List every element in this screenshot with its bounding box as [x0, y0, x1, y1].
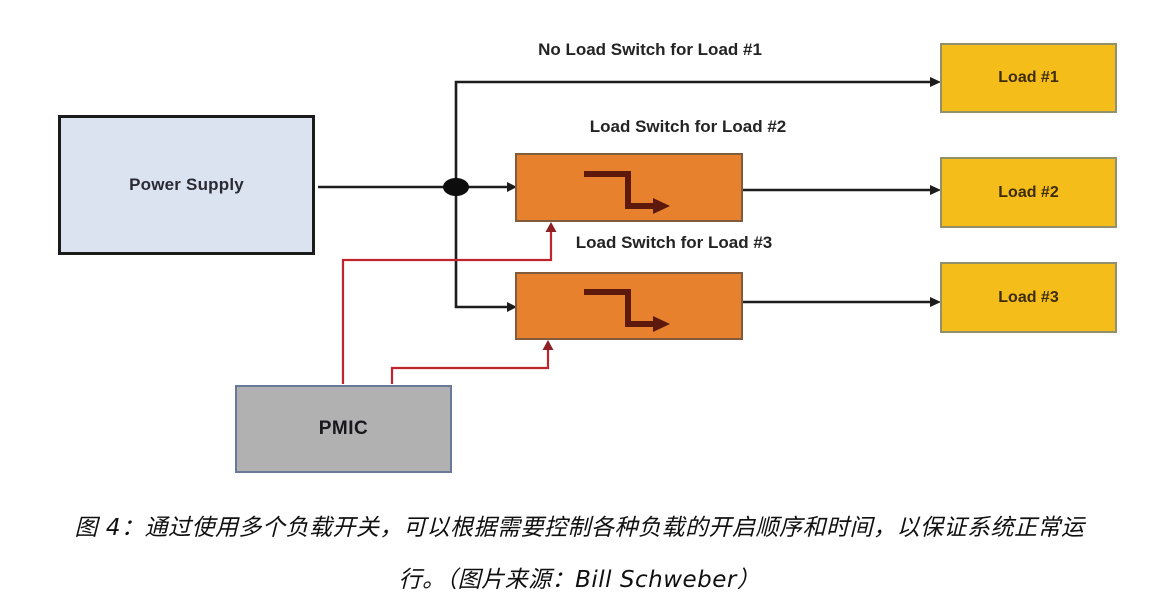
load-3-label: Load #3: [998, 288, 1059, 306]
junction-dot: [443, 178, 469, 196]
arrowhead-into-switch3: [507, 302, 517, 312]
step-waveform-icon: [584, 289, 670, 332]
arrowhead-into-load2: [930, 185, 941, 195]
label-load-switch-load3: Load Switch for Load #3: [575, 233, 773, 252]
arrowhead-into-switch2: [507, 182, 517, 192]
wiring-layer: [318, 77, 941, 384]
wire-pmic-to-switch3: [390, 346, 550, 384]
power-supply-box: Power Supply: [58, 115, 315, 255]
figure-caption: 图 4：通过使用多个负载开关，可以根据需要控制各种负载的开启顺序和时间，以保证系…: [0, 502, 1159, 601]
label-load-switch-load2: Load Switch for Load #2: [589, 117, 787, 136]
arrowhead-into-load3: [930, 297, 941, 307]
wire-junction-to-load1: [454, 80, 937, 187]
load-switch-3-box: [515, 272, 743, 340]
pmic-box: PMIC: [235, 385, 452, 473]
caption-line-2: 行。（图片来源：Bill Schweber）: [398, 567, 761, 593]
load-2-box: Load #2: [940, 157, 1117, 228]
label-no-load-switch-load1: No Load Switch for Load #1: [538, 40, 762, 59]
load-1-label: Load #1: [998, 69, 1059, 86]
wire-junction-to-switch3: [454, 187, 512, 309]
load-2-label: Load #2: [998, 183, 1059, 201]
caption-line-1: 图 4：通过使用多个负载开关，可以根据需要控制各种负载的开启顺序和时间，以保证系…: [74, 515, 1085, 541]
arrowhead-into-load1: [930, 77, 941, 87]
load-3-box: Load #3: [940, 262, 1117, 333]
step-waveform-icon: [584, 170, 670, 214]
arrowhead-into-switch2-control: [545, 222, 557, 232]
power-sequencing-diagram: Power Supply Load #1 Load #2 Load #3 PMI…: [58, 40, 1117, 473]
power-supply-label: Power Supply: [129, 175, 244, 194]
arrowhead-into-switch3-control: [542, 340, 554, 350]
pmic-label: PMIC: [318, 418, 369, 439]
load-switch-2-box: [515, 153, 743, 222]
load-1-box: Load #1: [940, 43, 1117, 113]
wire-pmic-to-switch2: [341, 228, 553, 384]
